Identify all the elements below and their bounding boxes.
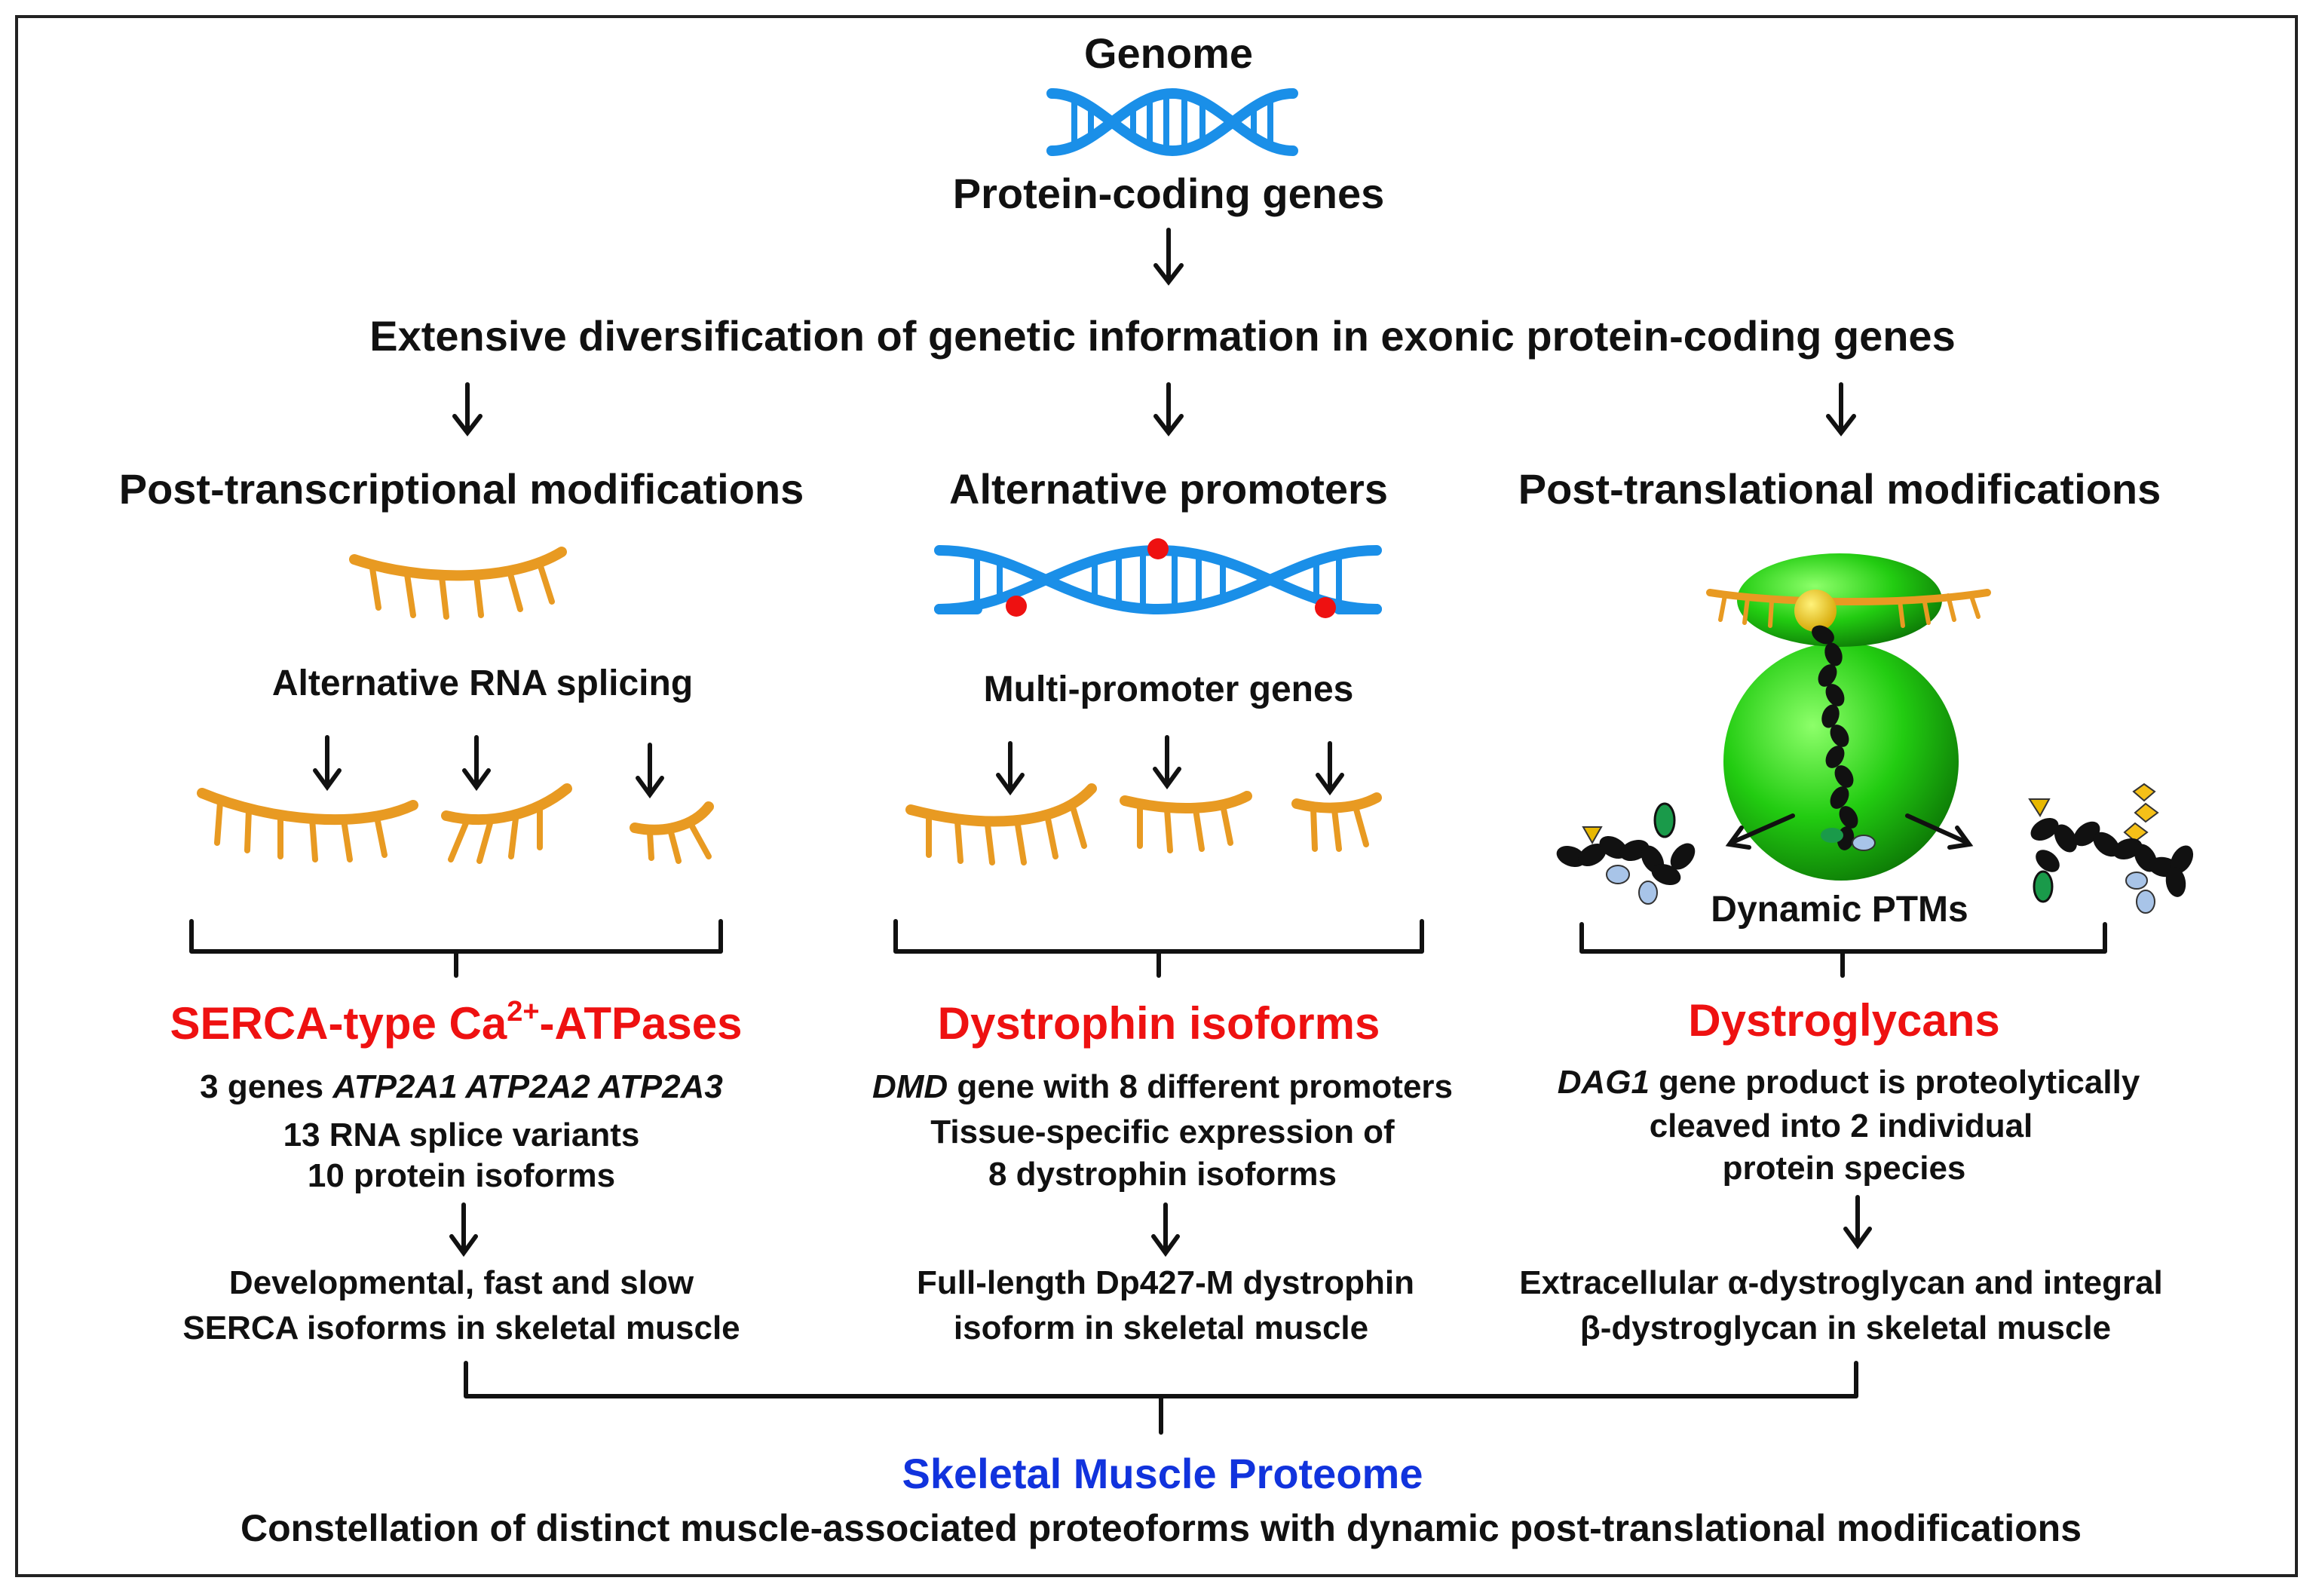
dystrophin-tissue-line: Tissue-specific expression of (930, 1114, 1395, 1150)
nascent-polypeptide-icon (1812, 625, 1858, 850)
dystrophin-gene-italic: DMD (872, 1068, 948, 1105)
process-multi-promoter: Multi-promoter genes (984, 669, 1354, 709)
subtitle-constellation: Constellation of distinct muscle-associa… (240, 1507, 2082, 1549)
serca-genes-pre: 3 genes (200, 1068, 332, 1105)
bracket-bottom (464, 1361, 1858, 1435)
title-serca: SERCA-type Ca2+-ATPases (170, 996, 742, 1049)
serca-splice-variants: 13 RNA splice variants (283, 1117, 640, 1153)
dystrophin-promoters-line: DMD gene with 8 different promoters (872, 1068, 1453, 1105)
process-alternative-splicing: Alternative RNA splicing (272, 663, 693, 703)
mrna-transcript-long-icon (905, 783, 1097, 865)
title-skeletal-muscle-proteome: Skeletal Muscle Proteome (902, 1450, 1423, 1497)
heading-post-translational: Post-translational modifications (1518, 465, 2161, 513)
dag1-line: DAG1 gene product is proteolytically (1558, 1064, 2140, 1101)
down-arrow-top (1153, 228, 1184, 286)
bracket-middle (893, 919, 1424, 978)
title-serca-sup: 2+ (507, 996, 539, 1028)
process-dynamic-ptms: Dynamic PTMs (1711, 890, 1968, 930)
promoter-arrows (996, 735, 1344, 796)
heading-post-transcriptional: Post-transcriptional modifications (119, 465, 804, 513)
mrna-strand-icon (349, 547, 567, 620)
heading-alternative-promoters: Alternative promoters (949, 465, 1388, 513)
dystrophin-result-1: Full-length Dp427-M dystrophin (917, 1264, 1414, 1301)
diversification-label: Extensive diversification of genetic inf… (369, 312, 1955, 360)
dystrophin-isoforms-line: 8 dystrophin isoforms (988, 1156, 1337, 1193)
ribosome-mrna-icon (1706, 589, 1991, 628)
down-arrow-right-result (1843, 1195, 1872, 1250)
branch-arrows (452, 382, 1856, 437)
dystroglycan-result-2: β-dystroglycan in skeletal muscle (1580, 1310, 2111, 1346)
mrna-splice-variant-long-icon (197, 788, 418, 862)
serca-genes-italic: ATP2A1 ATP2A2 ATP2A3 (332, 1068, 723, 1105)
splice-arrows (313, 735, 664, 799)
mrna-splice-variant-short-icon (630, 801, 714, 864)
outer-border (15, 15, 2298, 1577)
ptm-green-icon (1821, 828, 1843, 843)
title-serca-pre: SERCA-type Ca (170, 998, 507, 1049)
dystrophin-promoters-post: gene with 8 different promoters (948, 1068, 1453, 1105)
dag1-species-line: protein species (1723, 1150, 1966, 1187)
dag1-post: gene product is proteolytically (1650, 1064, 2140, 1101)
ptm-arrows (1725, 813, 1974, 850)
serca-result-1: Developmental, fast and slow (229, 1264, 694, 1301)
ptm-lightblue-icon (1852, 835, 1876, 851)
down-arrow-middle-result (1151, 1202, 1180, 1258)
serca-protein-isoforms: 10 protein isoforms (308, 1157, 615, 1194)
title-dystrophin: Dystrophin isoforms (938, 998, 1380, 1049)
dna-helix-icon (1046, 87, 1298, 157)
mrna-transcript-short-icon (1291, 792, 1382, 852)
serca-result-2: SERCA isoforms in skeletal muscle (182, 1310, 740, 1346)
dystroglycan-result-1: Extracellular α-dystroglycan and integra… (1519, 1264, 2163, 1301)
dystrophin-result-2: isoform in skeletal muscle (954, 1310, 1368, 1346)
protein-coding-genes-label: Protein-coding genes (953, 170, 1385, 217)
modified-protein-left-icon (1556, 802, 1696, 905)
genome-label: Genome (1084, 29, 1253, 77)
dag1-italic: DAG1 (1558, 1064, 1650, 1101)
bracket-left (189, 919, 723, 978)
mrna-transcript-medium-icon (1120, 791, 1252, 853)
serca-genes-line: 3 genes ATP2A1 ATP2A2 ATP2A3 (200, 1068, 723, 1105)
dna-with-promoters-icon (934, 538, 1382, 618)
mrna-splice-variant-medium-icon (441, 783, 572, 864)
bracket-right (1579, 922, 2107, 978)
title-serca-post: -ATPases (540, 998, 743, 1049)
title-dystroglycans: Dystroglycans (1688, 995, 2000, 1046)
dag1-cleaved-line: cleaved into 2 individual (1650, 1107, 2033, 1144)
down-arrow-left-result (449, 1202, 478, 1258)
modified-protein-right-icon (2028, 783, 2194, 914)
trna-gold-icon (1794, 590, 1837, 632)
promoter-dots (1006, 538, 1336, 618)
